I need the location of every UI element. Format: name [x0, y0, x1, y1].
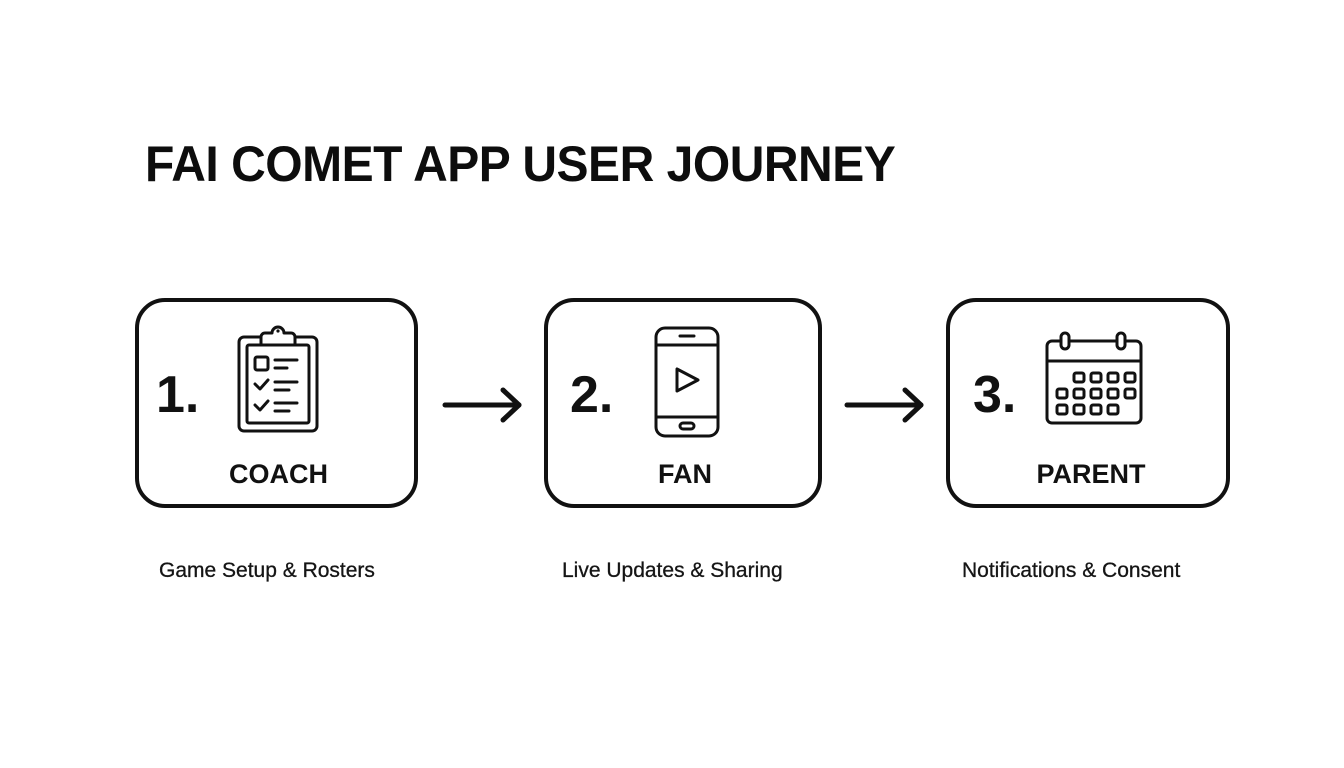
step-caption-parent: Notifications & Consent — [962, 559, 1181, 582]
smartphone-play-icon — [654, 326, 720, 438]
step-role-label: PARENT — [1036, 459, 1146, 489]
step-number: 2. — [570, 366, 614, 424]
step-card-parent: 3. PARENT — [946, 298, 1230, 508]
clipboard-checklist-icon — [237, 325, 319, 433]
calendar-icon — [1045, 331, 1143, 425]
arrow-right-icon — [843, 387, 927, 428]
arrow-right-icon — [441, 387, 525, 428]
page-title: FAI COMET APP USER JOURNEY — [145, 136, 896, 192]
step-number: 3. — [973, 366, 1017, 424]
step-number: 1. — [156, 366, 200, 424]
step-caption-coach: Game Setup & Rosters — [159, 559, 375, 582]
step-role-label: COACH — [229, 459, 328, 489]
step-card-coach: 1. COACH — [135, 298, 418, 508]
step-role-label: FAN — [658, 459, 712, 489]
step-card-fan: 2. FAN — [544, 298, 822, 508]
step-caption-fan: Live Updates & Sharing — [562, 559, 783, 582]
